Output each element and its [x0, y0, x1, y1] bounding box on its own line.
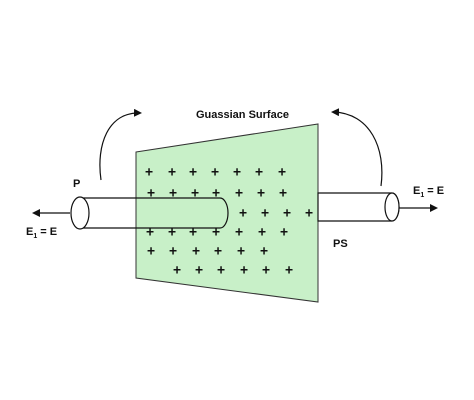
left-curved-arrow [99, 108, 142, 181]
charge-plus: + [212, 225, 220, 240]
left-field-symbol: E [26, 226, 33, 238]
charge-plus: + [211, 165, 219, 180]
charge-plus: + [261, 206, 269, 221]
charge-plus: + [255, 165, 263, 180]
diagram-title: Guassian Surface [196, 109, 289, 121]
gaussian-surface [135, 123, 319, 303]
charge-plus: + [169, 244, 177, 259]
charge-plus: + [239, 206, 247, 221]
charge-plus: + [189, 225, 197, 240]
right-field-label: E1 = E [413, 185, 444, 199]
charge-plus: + [240, 263, 248, 278]
charge-plus: + [214, 244, 222, 259]
left-field-label: E1 = E [26, 226, 57, 240]
charge-plus: + [147, 244, 155, 259]
label-ps: PS [333, 238, 348, 250]
charge-plus: + [195, 263, 203, 278]
charge-plus: + [146, 225, 154, 240]
charge-plus: + [279, 186, 287, 201]
charge-plus: + [283, 206, 291, 221]
left-field-rhs: = E [37, 226, 57, 238]
charge-plus: + [305, 206, 313, 221]
right-cylinder [317, 192, 400, 222]
charge-plus: + [262, 263, 270, 278]
charge-plus: + [280, 225, 288, 240]
charge-plus: + [212, 186, 220, 201]
charge-plus: + [257, 186, 265, 201]
charge-plus: + [173, 263, 181, 278]
charge-plus: + [285, 263, 293, 278]
charge-plus: + [189, 165, 197, 180]
charge-plus: + [260, 244, 268, 259]
charge-plus: + [258, 225, 266, 240]
left-field-subscript: 1 [33, 233, 37, 240]
charge-plus: + [235, 186, 243, 201]
surface-charges: + + + + + + + + + + + + + + + + + + + + + + + + + + + + + + + + + + + + + [145, 165, 313, 278]
charge-plus: + [191, 186, 199, 201]
right-curved-arrow [331, 108, 383, 187]
right-field-subscript: 1 [420, 192, 424, 199]
charge-plus: + [147, 186, 155, 201]
charge-plus: + [168, 225, 176, 240]
left-cylinder [70, 196, 229, 230]
right-field-rhs: = E [424, 185, 444, 197]
charge-plus: + [217, 263, 225, 278]
charge-plus: + [278, 165, 286, 180]
charge-plus: + [233, 165, 241, 180]
charge-plus: + [237, 244, 245, 259]
charge-plus: + [235, 225, 243, 240]
charge-plus: + [168, 165, 176, 180]
charge-plus: + [145, 165, 153, 180]
label-p: P [73, 178, 80, 190]
charge-plus: + [192, 244, 200, 259]
right-field-symbol: E [413, 185, 420, 197]
charge-plus: + [169, 186, 177, 201]
